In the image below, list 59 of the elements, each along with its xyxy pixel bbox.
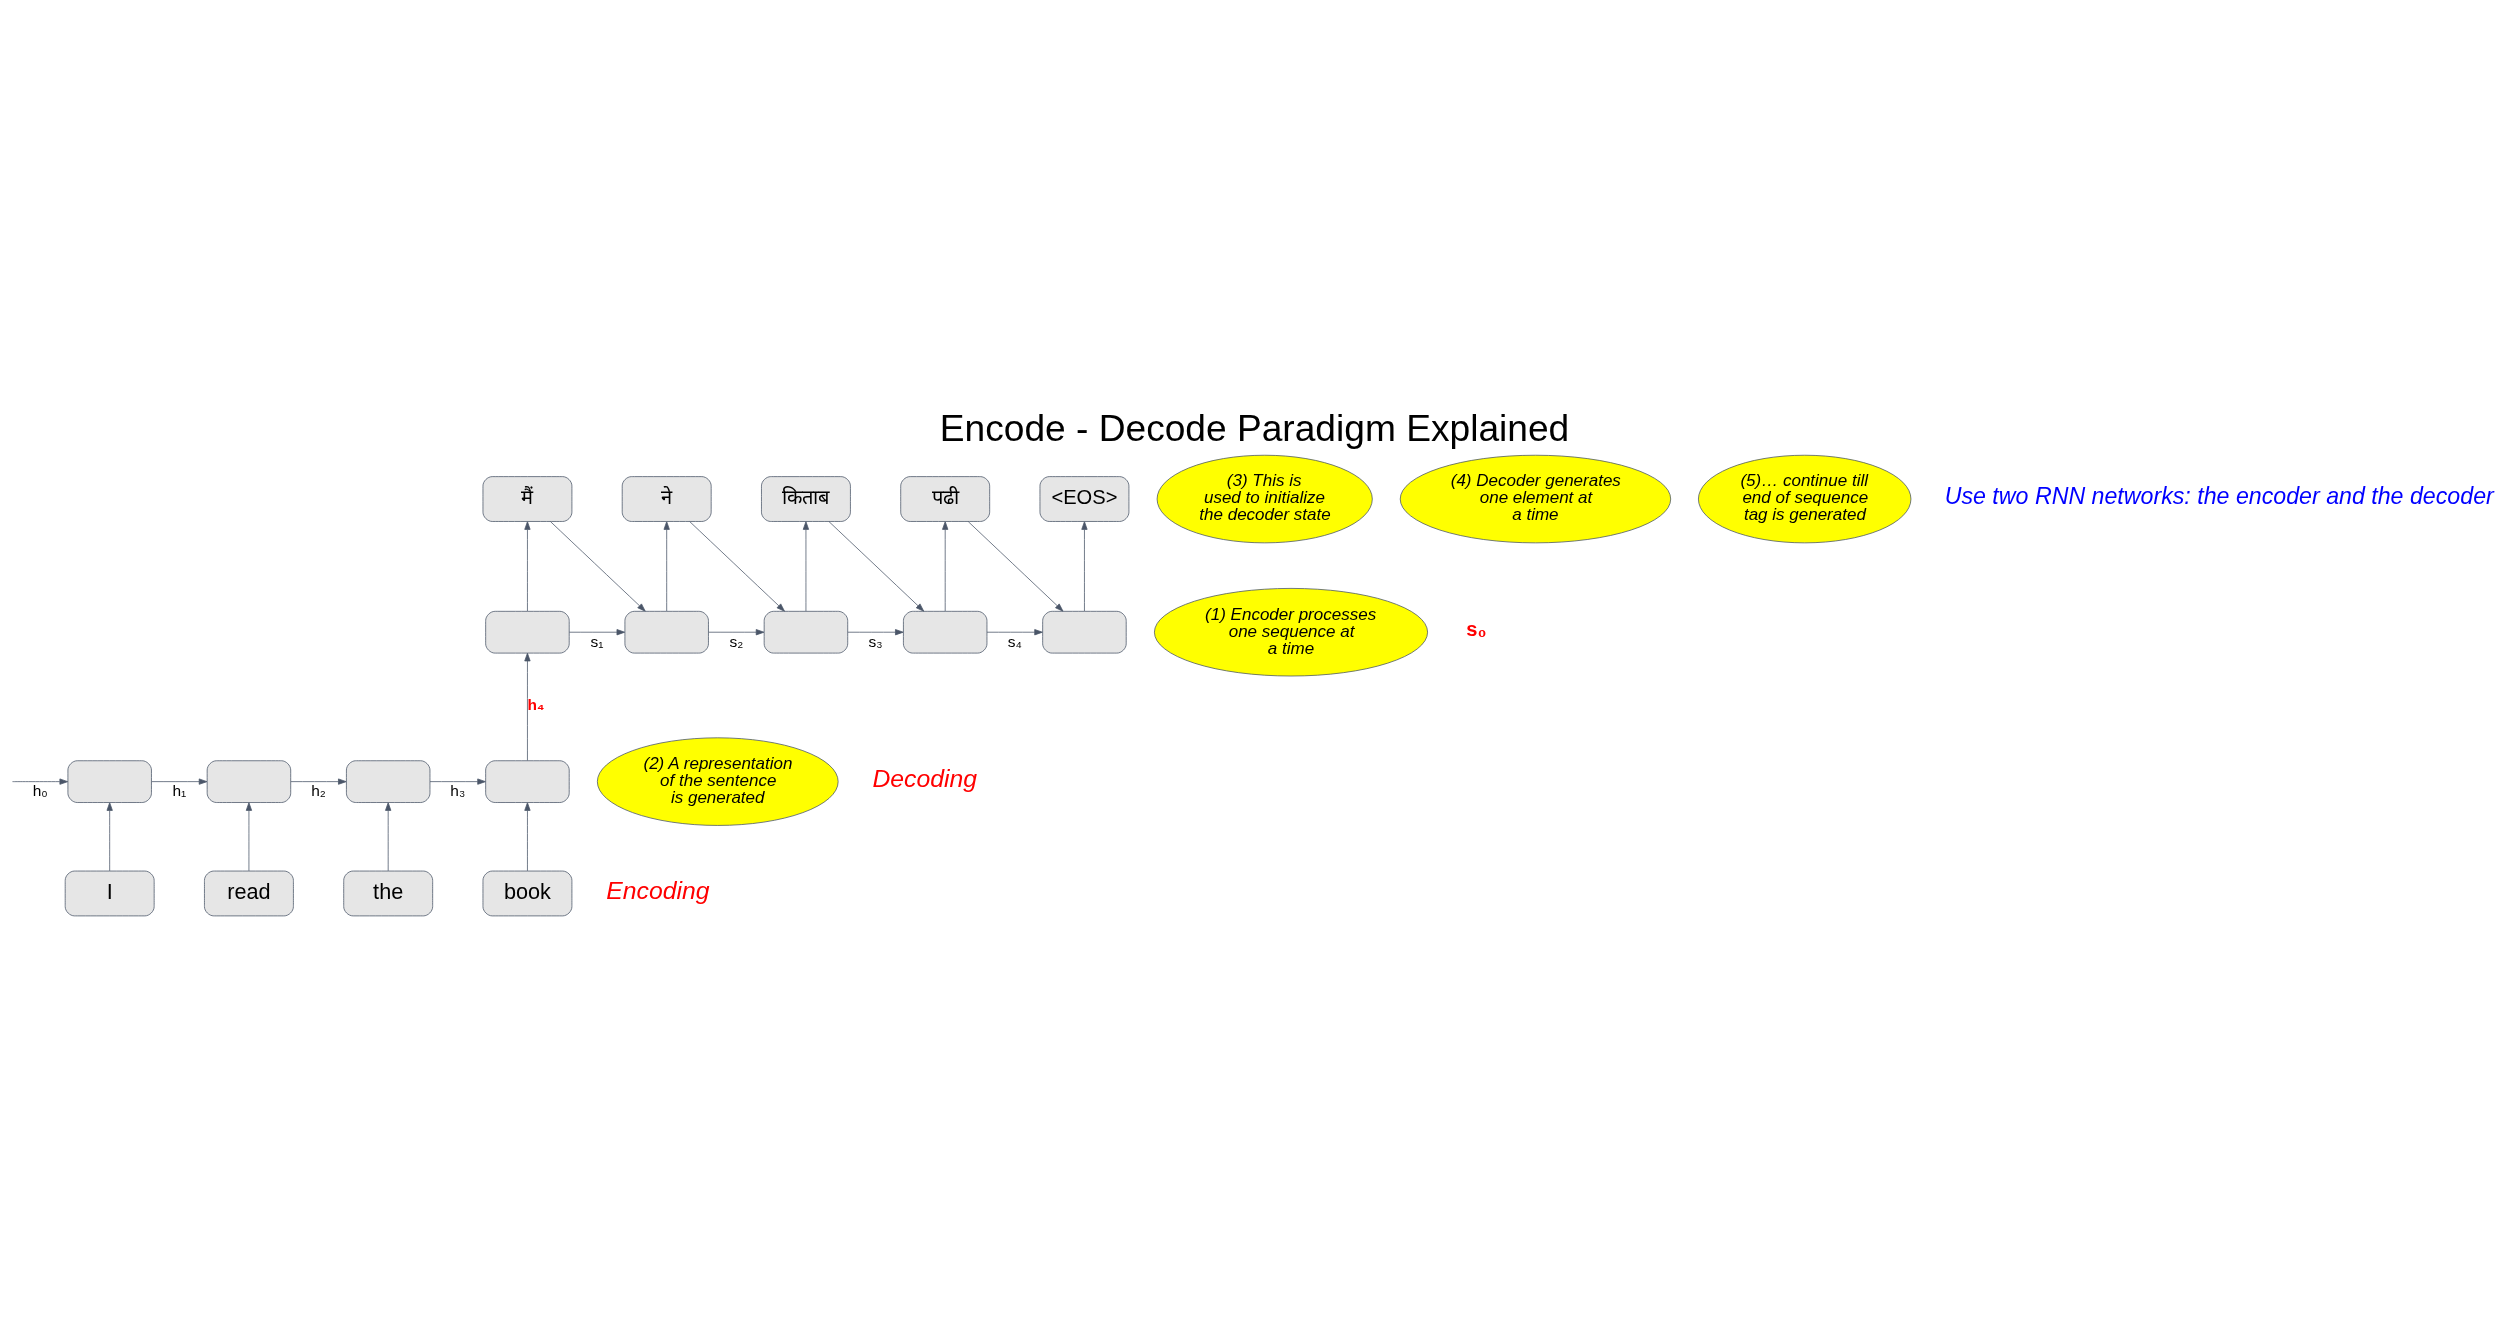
node-box xyxy=(206,759,292,803)
edge-label: h₀ xyxy=(32,781,48,799)
node-box xyxy=(67,759,152,803)
arrow xyxy=(708,628,765,635)
edge-label: s₂ xyxy=(729,632,744,650)
arrow xyxy=(524,520,531,612)
node-ellipse: (2) A representation of the sentence is generated xyxy=(596,736,839,826)
arrow xyxy=(663,520,670,612)
arrow xyxy=(106,801,113,871)
label: s₀ xyxy=(1466,617,1487,640)
node-box xyxy=(346,759,431,803)
label: Decoding xyxy=(872,764,978,792)
arrow xyxy=(524,801,531,871)
arrow xyxy=(12,778,69,785)
edge-label: s₃ xyxy=(868,632,883,650)
arrow xyxy=(967,520,1064,612)
label: Use two RNN networks: the encoder and the decoder xyxy=(1944,482,2494,509)
arrow xyxy=(550,520,646,612)
node-box xyxy=(903,610,988,653)
node-box: book xyxy=(482,870,573,916)
edge-label: s₄ xyxy=(1007,632,1022,650)
arrow xyxy=(986,628,1043,635)
edge-label: h₃ xyxy=(450,781,466,799)
edge-label: h₁ xyxy=(172,781,187,799)
arrow xyxy=(429,778,486,785)
node-box xyxy=(485,610,570,653)
arrow xyxy=(689,520,785,612)
arrow xyxy=(847,628,904,635)
node-ellipse: (5)… continue till end of sequence tag is generated xyxy=(1698,454,1912,543)
arrow xyxy=(568,628,626,635)
node-box: मैं xyxy=(482,475,573,522)
edge-label: s₁ xyxy=(590,632,604,650)
node-box: the xyxy=(343,870,434,916)
arrow xyxy=(385,801,392,871)
arrow xyxy=(1081,520,1088,612)
arrow xyxy=(290,778,347,785)
edge-label: h₄ xyxy=(527,695,545,713)
arrow xyxy=(151,778,208,785)
node-box xyxy=(485,759,570,803)
edge-label: h₂ xyxy=(311,781,326,799)
node-box: <EOS> xyxy=(1039,475,1130,522)
arrow xyxy=(802,520,810,612)
node-box xyxy=(763,610,849,653)
node-box: read xyxy=(204,870,294,916)
arrow xyxy=(245,801,253,871)
node-box: ने xyxy=(621,475,712,522)
arrow xyxy=(942,520,949,612)
node-box: I xyxy=(64,870,155,916)
node-box xyxy=(1042,610,1127,653)
label: Encoding xyxy=(606,876,710,904)
node-box: किताब xyxy=(761,475,851,522)
node-ellipse: (4) Decoder generates one element at a time xyxy=(1399,454,1672,543)
arrow xyxy=(828,520,925,612)
node-ellipse: (3) This is used to initialize the decoder state xyxy=(1156,454,1373,543)
node-box: पढी xyxy=(900,475,991,522)
arrow xyxy=(524,652,531,761)
node-box xyxy=(624,610,709,653)
node-ellipse: (1) Encoder processes one sequence at a time xyxy=(1154,587,1428,676)
diagram-title: Encode - Decode Paradigm Explained xyxy=(939,406,1570,449)
